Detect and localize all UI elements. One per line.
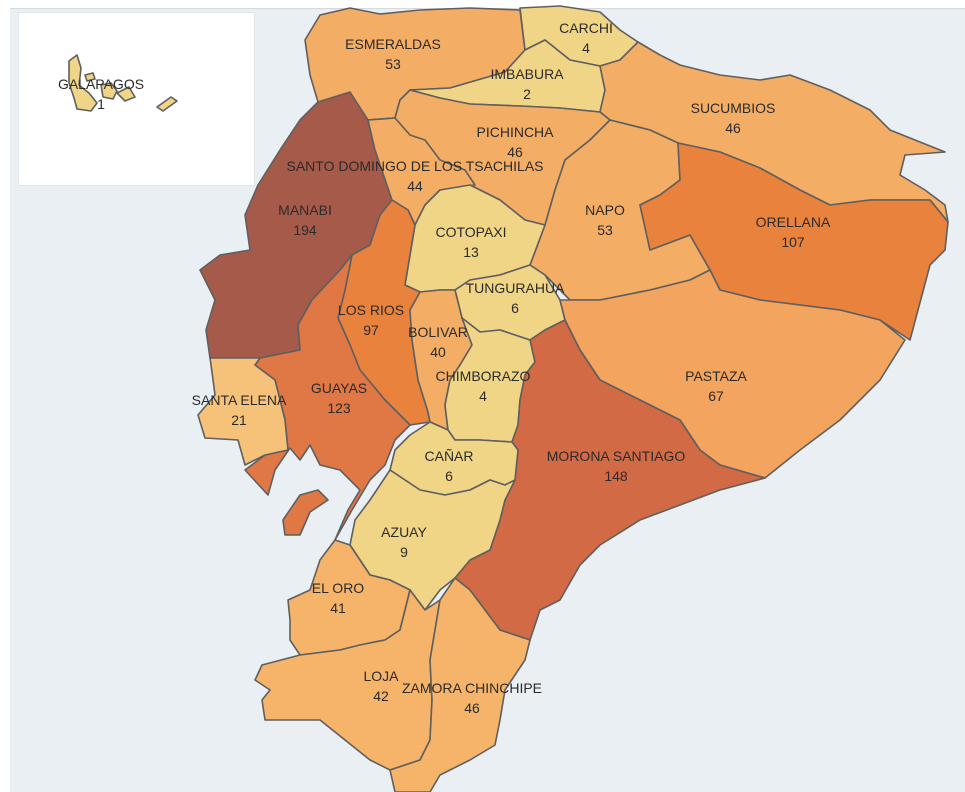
label-manabi: MANABI 194 <box>278 200 332 240</box>
province-santa-elena[interactable] <box>197 357 289 466</box>
label-name: BOLIVAR <box>408 324 468 340</box>
label-name: TUNGURAHUA <box>465 280 565 296</box>
label-galapagos: GALAPAGOS 1 <box>58 74 144 114</box>
label-value: 46 <box>725 120 741 136</box>
label-value: 1 <box>97 96 105 112</box>
label-value: 123 <box>327 400 351 416</box>
label-name: CHIMBORAZO <box>435 368 531 384</box>
label-name: LOJA <box>363 668 399 684</box>
label-name: CAÑAR <box>424 448 474 464</box>
province-orellana[interactable] <box>639 142 949 341</box>
label-value: 97 <box>363 322 379 338</box>
label-name: MANABI <box>278 202 332 218</box>
label-orellana: ORELLANA 107 <box>756 212 831 252</box>
label-name: PICHINCHA <box>476 124 554 140</box>
label-value: 42 <box>373 688 389 704</box>
label-name: PASTAZA <box>685 368 747 384</box>
label-value: 4 <box>582 40 590 56</box>
label-value: 21 <box>231 412 247 428</box>
label-value: 6 <box>445 468 453 484</box>
label-los-rios: LOS RIOS 97 <box>338 300 404 340</box>
label-value: 53 <box>385 56 401 72</box>
label-morona-santiago: MORONA SANTIAGO 148 <box>547 446 685 486</box>
label-loja: LOJA 42 <box>363 666 398 706</box>
galapagos-island-santacruz[interactable] <box>100 82 118 100</box>
label-value: 148 <box>604 468 628 484</box>
label-pichincha: PICHINCHA 46 <box>476 122 553 162</box>
galapagos-inset[interactable] <box>18 12 255 186</box>
label-zamora-chinchipe: ZAMORA CHINCHIPE 46 <box>402 678 542 718</box>
label-name: COTOPAXI <box>435 224 507 240</box>
label-name: GALAPAGOS <box>57 76 145 92</box>
label-value: 9 <box>400 544 408 560</box>
label-value: 46 <box>507 144 523 160</box>
label-name: GUAYAS <box>310 380 368 396</box>
label-value: 67 <box>708 388 724 404</box>
label-carchi: CARCHI 4 <box>559 18 613 58</box>
label-imbabura: IMBABURA 2 <box>490 64 563 104</box>
galapagos-island-isabela[interactable] <box>68 54 98 112</box>
province-guayas-island[interactable] <box>282 489 329 536</box>
label-value: 41 <box>330 600 346 616</box>
label-value: 194 <box>293 222 317 238</box>
label-name: SANTO DOMINGO DE LOS TSACHILAS <box>286 158 544 174</box>
label-napo: NAPO 53 <box>585 200 625 240</box>
label-value: 13 <box>463 244 479 260</box>
label-esmeraldas: ESMERALDAS 53 <box>345 34 441 74</box>
label-guayas: GUAYAS 123 <box>311 378 367 418</box>
label-name: AZUAY <box>381 524 427 540</box>
label-name: SUCUMBIOS <box>690 100 776 116</box>
label-value: 44 <box>407 178 423 194</box>
label-santa-elena: SANTA ELENA 21 <box>192 390 287 430</box>
label-cotopaxi: COTOPAXI 13 <box>435 222 506 262</box>
label-name: LOS RIOS <box>337 302 405 318</box>
label-name: MORONA SANTIAGO <box>546 448 686 464</box>
label-name: CARCHI <box>559 20 613 36</box>
label-name: IMBABURA <box>490 66 564 82</box>
label-name: ZAMORA CHINCHIPE <box>401 680 543 696</box>
galapagos-island-espanola[interactable] <box>156 96 178 112</box>
label-value: 53 <box>597 222 613 238</box>
galapagos-island-north[interactable] <box>84 72 96 82</box>
label-value: 6 <box>511 300 519 316</box>
label-tungurahua: TUNGURAHUA 6 <box>466 278 565 318</box>
galapagos-island-sancristobal[interactable] <box>116 86 136 102</box>
label-azuay: AZUAY 9 <box>381 522 427 562</box>
province-zamora-chinchipe[interactable] <box>389 577 531 792</box>
label-value: 46 <box>464 700 480 716</box>
label-value: 40 <box>430 344 446 360</box>
label-value: 107 <box>781 234 805 250</box>
label-name: ESMERALDAS <box>345 36 441 52</box>
left-border <box>0 8 10 792</box>
label-canar: CAÑAR 6 <box>424 446 473 486</box>
label-value: 4 <box>479 388 487 404</box>
label-el-oro: EL ORO 41 <box>312 578 364 618</box>
label-name: ORELLANA <box>755 214 831 230</box>
label-pastaza: PASTAZA 67 <box>685 366 747 406</box>
label-name: SANTA ELENA <box>191 392 287 408</box>
label-santo-domingo: SANTO DOMINGO DE LOS TSACHILAS 44 <box>287 156 544 196</box>
label-value: 2 <box>523 86 531 102</box>
label-chimborazo: CHIMBORAZO 4 <box>436 366 531 406</box>
label-sucumbios: SUCUMBIOS 46 <box>691 98 776 138</box>
label-bolivar: BOLIVAR 40 <box>408 322 468 362</box>
label-name: NAPO <box>585 202 625 218</box>
label-name: EL ORO <box>311 580 365 596</box>
